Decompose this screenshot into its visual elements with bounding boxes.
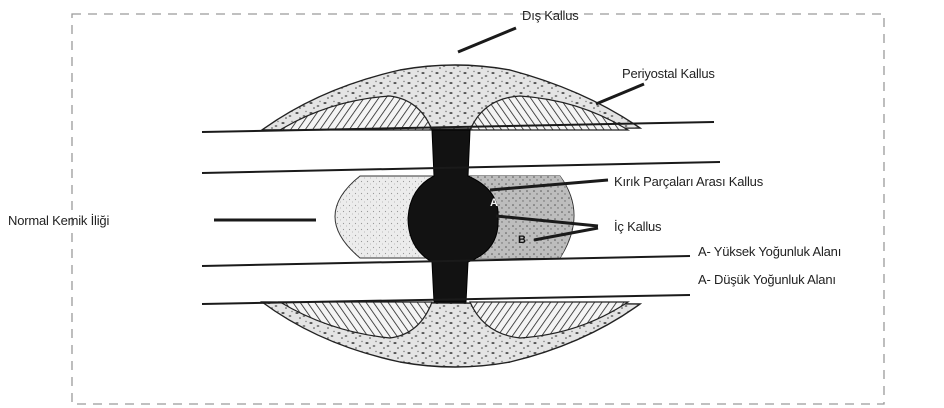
legend-low-density: A- Düşük Yoğunluk Alanı [698, 272, 836, 287]
label-dis-kallus: Dış Kallus [522, 8, 579, 23]
leader-periyostal-kallus [596, 84, 644, 104]
marker-a: A [490, 197, 498, 209]
leader-dis-kallus [458, 28, 516, 52]
label-normal-kemik-iligi: Normal Kemik İliği [8, 213, 109, 228]
marker-b: B [518, 234, 526, 246]
fracture-gap-callus [408, 130, 498, 302]
legend-high-density: A- Yüksek Yoğunluk Alanı [698, 244, 841, 259]
label-ic-kallus: İç Kallus [614, 219, 661, 234]
label-periyostal-kallus: Periyostal Kallus [622, 66, 715, 81]
label-kirik-parcalari-arasi-kallus: Kırık Parçaları Arası Kallus [614, 174, 763, 189]
